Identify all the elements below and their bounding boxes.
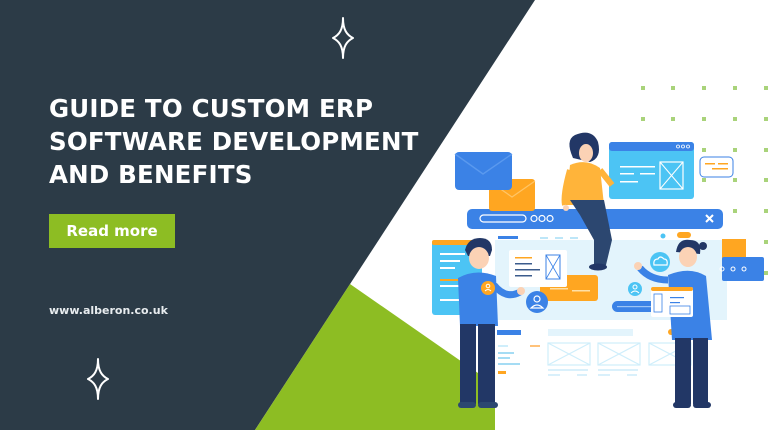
right-panel [719,239,764,281]
title-line-3: AND BENEFITS [49,160,253,189]
person-left [458,238,525,408]
title-line-1: GUIDE TO CUSTOM ERP [49,94,374,123]
website-link[interactable]: www.alberon.co.uk [49,304,168,317]
envelope-icon [454,152,536,211]
dark-panel [0,0,535,430]
page-title: GUIDE TO CUSTOM ERP SOFTWARE DEVELOPMENT… [49,92,419,191]
read-more-button[interactable]: Read more [49,214,175,248]
person-sitting [561,132,615,271]
close-icon [705,214,714,223]
sparkle-icon [332,17,354,59]
sparkle-icon [87,358,109,400]
person-right [634,239,712,408]
center-cards [509,250,598,301]
user-icon [628,282,642,296]
title-line-2: SOFTWARE DEVELOPMENT [49,127,419,156]
cloud-icon [650,252,670,272]
user-icon [526,291,548,313]
floating-window [609,142,734,199]
